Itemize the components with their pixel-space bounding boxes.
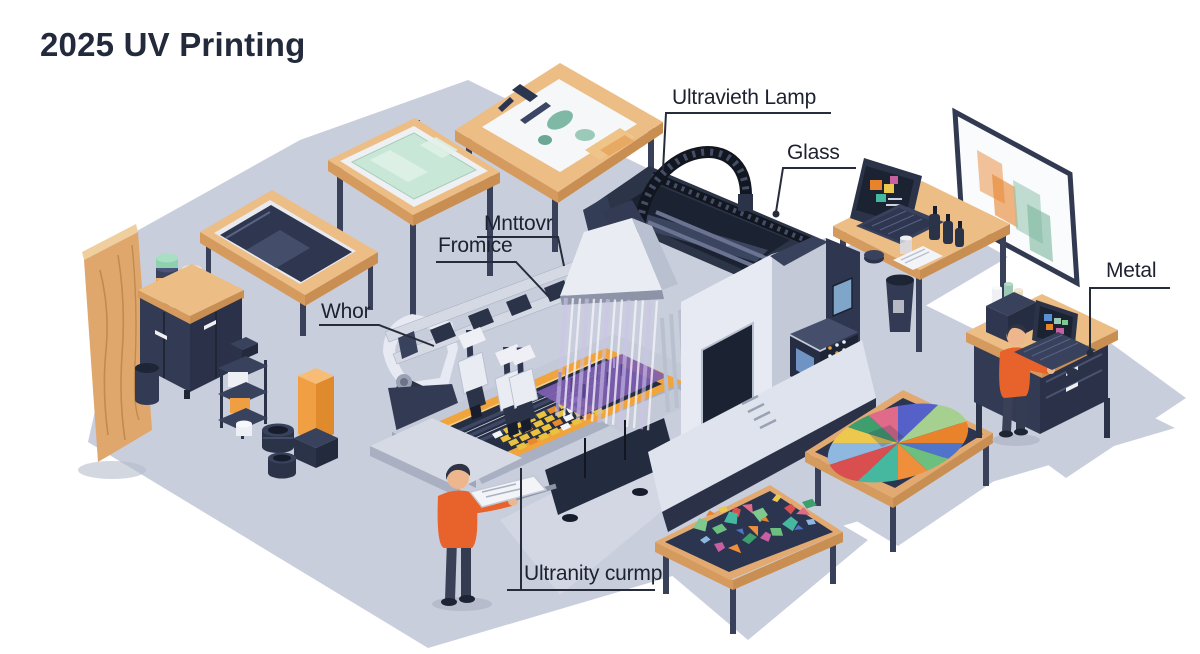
carriage-rails <box>384 257 596 365</box>
callout-glass <box>775 167 856 213</box>
ink-pots <box>262 423 296 479</box>
operator-person <box>432 463 557 611</box>
printer-under-body <box>370 388 700 522</box>
page-title: 2025 UV Printing <box>40 26 306 63</box>
scattered-print-pieces <box>693 494 817 554</box>
callout-head <box>319 324 435 347</box>
uv-light-rays <box>555 297 659 431</box>
wall-artwork <box>952 107 1080 288</box>
uv-printer <box>370 146 876 532</box>
ink-bottles <box>864 206 964 264</box>
glass-sheet-table <box>328 118 500 328</box>
label-carriage: Mnttovr <box>484 212 553 235</box>
uv-lamp-head <box>560 200 678 305</box>
wood-plank <box>78 224 152 479</box>
label-uv-lamp: Ultravieth Lamp <box>672 86 817 109</box>
callout-lines <box>319 112 1170 591</box>
callout-metal <box>1089 287 1170 351</box>
mouse <box>1066 368 1078 376</box>
waste-bin <box>135 363 159 405</box>
printer-base <box>648 340 876 532</box>
bottle-box <box>986 282 1036 342</box>
orange-column <box>294 368 338 468</box>
callout-carriage <box>477 236 565 267</box>
label-head: Whor <box>321 300 371 323</box>
cable-chain <box>634 146 753 224</box>
callout-uv-lamp <box>662 112 831 171</box>
print-heads <box>457 327 539 437</box>
notepad <box>893 246 943 270</box>
control-tablet <box>468 475 557 508</box>
designer-person <box>992 324 1055 446</box>
label-control: Ultranity curmp <box>524 562 663 585</box>
print-sample-table <box>455 63 663 252</box>
laptop <box>850 158 944 244</box>
callout-control <box>507 468 655 591</box>
cut-pieces-table <box>655 485 843 634</box>
abstract-print <box>498 84 635 160</box>
vent-grille <box>741 394 777 430</box>
metal-panel-table <box>200 190 378 336</box>
label-glass: Glass <box>787 141 840 164</box>
supply-shelf <box>218 337 268 439</box>
workstation-laptop <box>1014 300 1096 376</box>
callout-frame <box>436 261 550 298</box>
trash-bin <box>886 274 914 332</box>
design-desk <box>833 158 1010 352</box>
label-frame: Fromice <box>438 234 513 257</box>
label-metal: Metal <box>1106 259 1157 282</box>
